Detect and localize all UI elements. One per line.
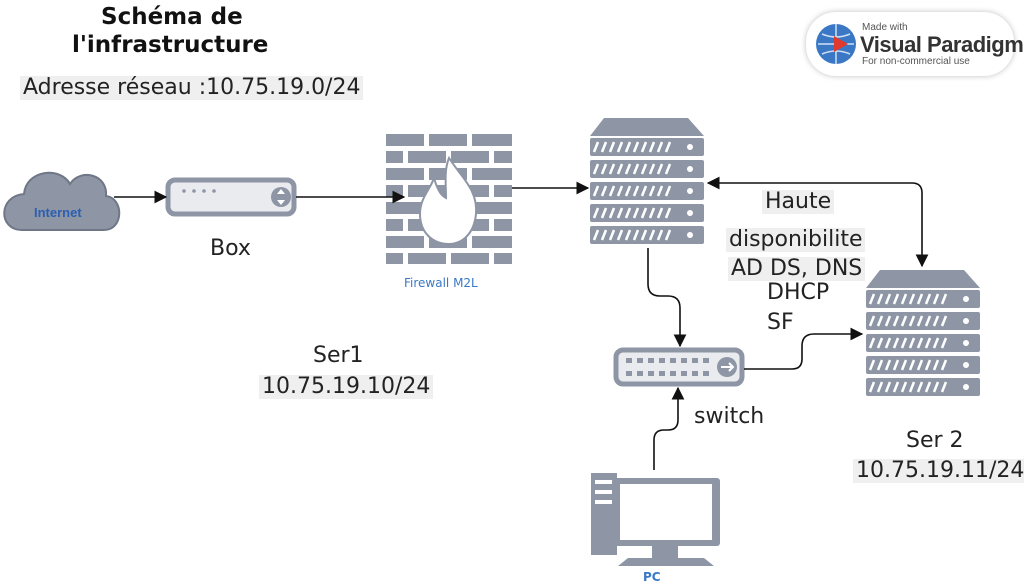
annotation-ad-ds-dns: AD DS, DNS [728,257,866,281]
internet-cloud-icon [3,171,121,231]
diagram-title-line1: Schéma de [101,4,243,30]
internet-label: Internet [34,205,82,220]
annotation-dhcp: DHCP [767,280,830,305]
ser1-server-icon [590,118,704,244]
watermark-made-with: Made with [862,22,908,33]
switch-icon [613,347,745,387]
annotation-sf: SF [767,310,794,335]
visual-paradigm-watermark: Made with Visual Paradigm For non-commer… [806,12,1024,76]
network-address: Adresse réseau :10.75.19.0/24 [20,76,364,100]
pc-label: PC [643,570,661,584]
box-label: Box [210,236,251,261]
annotation-haute: Haute [762,190,835,214]
annotation-disponibilite: disponibilite [726,228,866,252]
watermark-brand: Visual Paradigm [860,32,1024,57]
ser2-name: Ser 2 [906,428,964,453]
ser2-server-icon [866,270,980,396]
ser1-ip: 10.75.19.10/24 [259,375,434,399]
firewall-label: Firewall M2L [404,276,478,290]
box-router-icon [165,177,297,217]
firewall-icon [386,134,512,264]
switch-label: switch [694,404,765,429]
globe-logo-icon [816,24,856,64]
ser2-ip: 10.75.19.11/24 [853,459,1024,483]
ser1-name: Ser1 [313,343,364,368]
network-links [114,176,929,470]
pc-icon [591,473,720,566]
diagram-title-line2: l'infrastructure [72,32,269,58]
watermark-subtitle: For non-commercial use [862,56,970,67]
